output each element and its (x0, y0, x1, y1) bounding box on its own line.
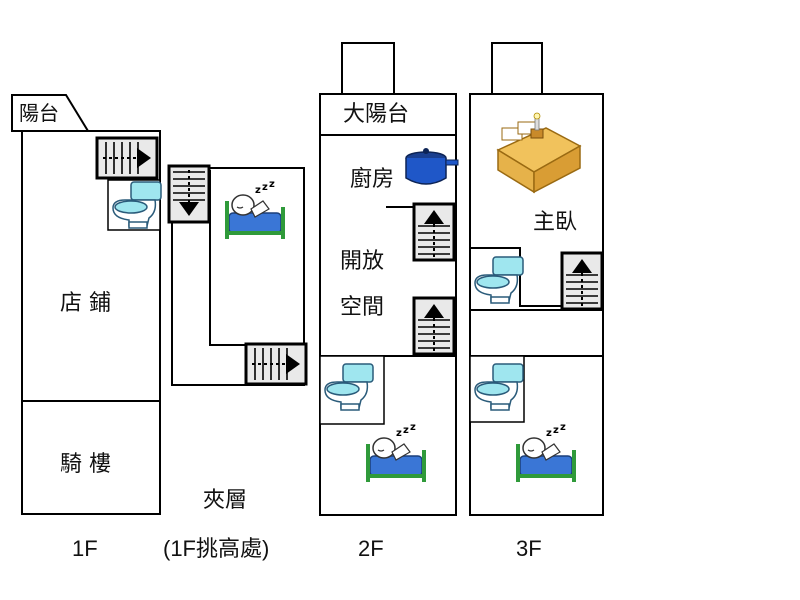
floor-label-mezzanine: (1F挑高處) (163, 536, 269, 561)
mezzanine-inner-wall (209, 170, 246, 346)
floor-mezzanine: 夾層 (1F挑高處) (163, 164, 308, 561)
toilet-icon (474, 256, 524, 304)
floor-3f: 主臥 3F (469, 42, 604, 561)
floor-label-3f: 3F (516, 536, 542, 561)
mezzanine-name: 夾層 (203, 488, 247, 513)
open-space-label-1: 開放 (340, 249, 384, 274)
floor-1f-outline (21, 130, 161, 515)
kitchen-label: 廚房 (350, 167, 394, 192)
stairs-up-icon (412, 296, 456, 356)
stairs-up-icon (560, 251, 604, 311)
balcony-tab (11, 94, 90, 132)
floor-2f-outline (319, 93, 457, 516)
stairs-down-icon (167, 164, 211, 224)
stairs-right-icon (244, 342, 308, 386)
master-bedroom-label: 主臥 (533, 210, 577, 235)
open-space-label-2: 空間 (340, 295, 384, 320)
sleeping-bed-icon (225, 177, 285, 241)
floor-2f: 大陽台 廚房 開放 空間 2F (319, 42, 459, 561)
stairs-right-icon (95, 136, 159, 180)
double-bed-lamp-icon (496, 112, 582, 194)
shop-label: 店 鋪 (60, 291, 111, 316)
floor-1f: 陽台 店 鋪 騎 樓 1F (11, 94, 162, 561)
chimney-3f (491, 42, 543, 94)
floor-label-2f: 2F (358, 536, 384, 561)
cooking-pot-icon (405, 148, 459, 185)
stairs-up-icon (412, 202, 456, 262)
balcony-label: 陽台 (19, 101, 59, 125)
sleeping-bed-icon (366, 420, 426, 484)
arcade-label: 騎 樓 (60, 452, 111, 477)
sleeping-bed-icon (516, 420, 576, 484)
big-balcony-label: 大陽台 (343, 102, 409, 127)
floor-label-1f: 1F (72, 536, 98, 561)
chimney-2f (341, 42, 395, 94)
